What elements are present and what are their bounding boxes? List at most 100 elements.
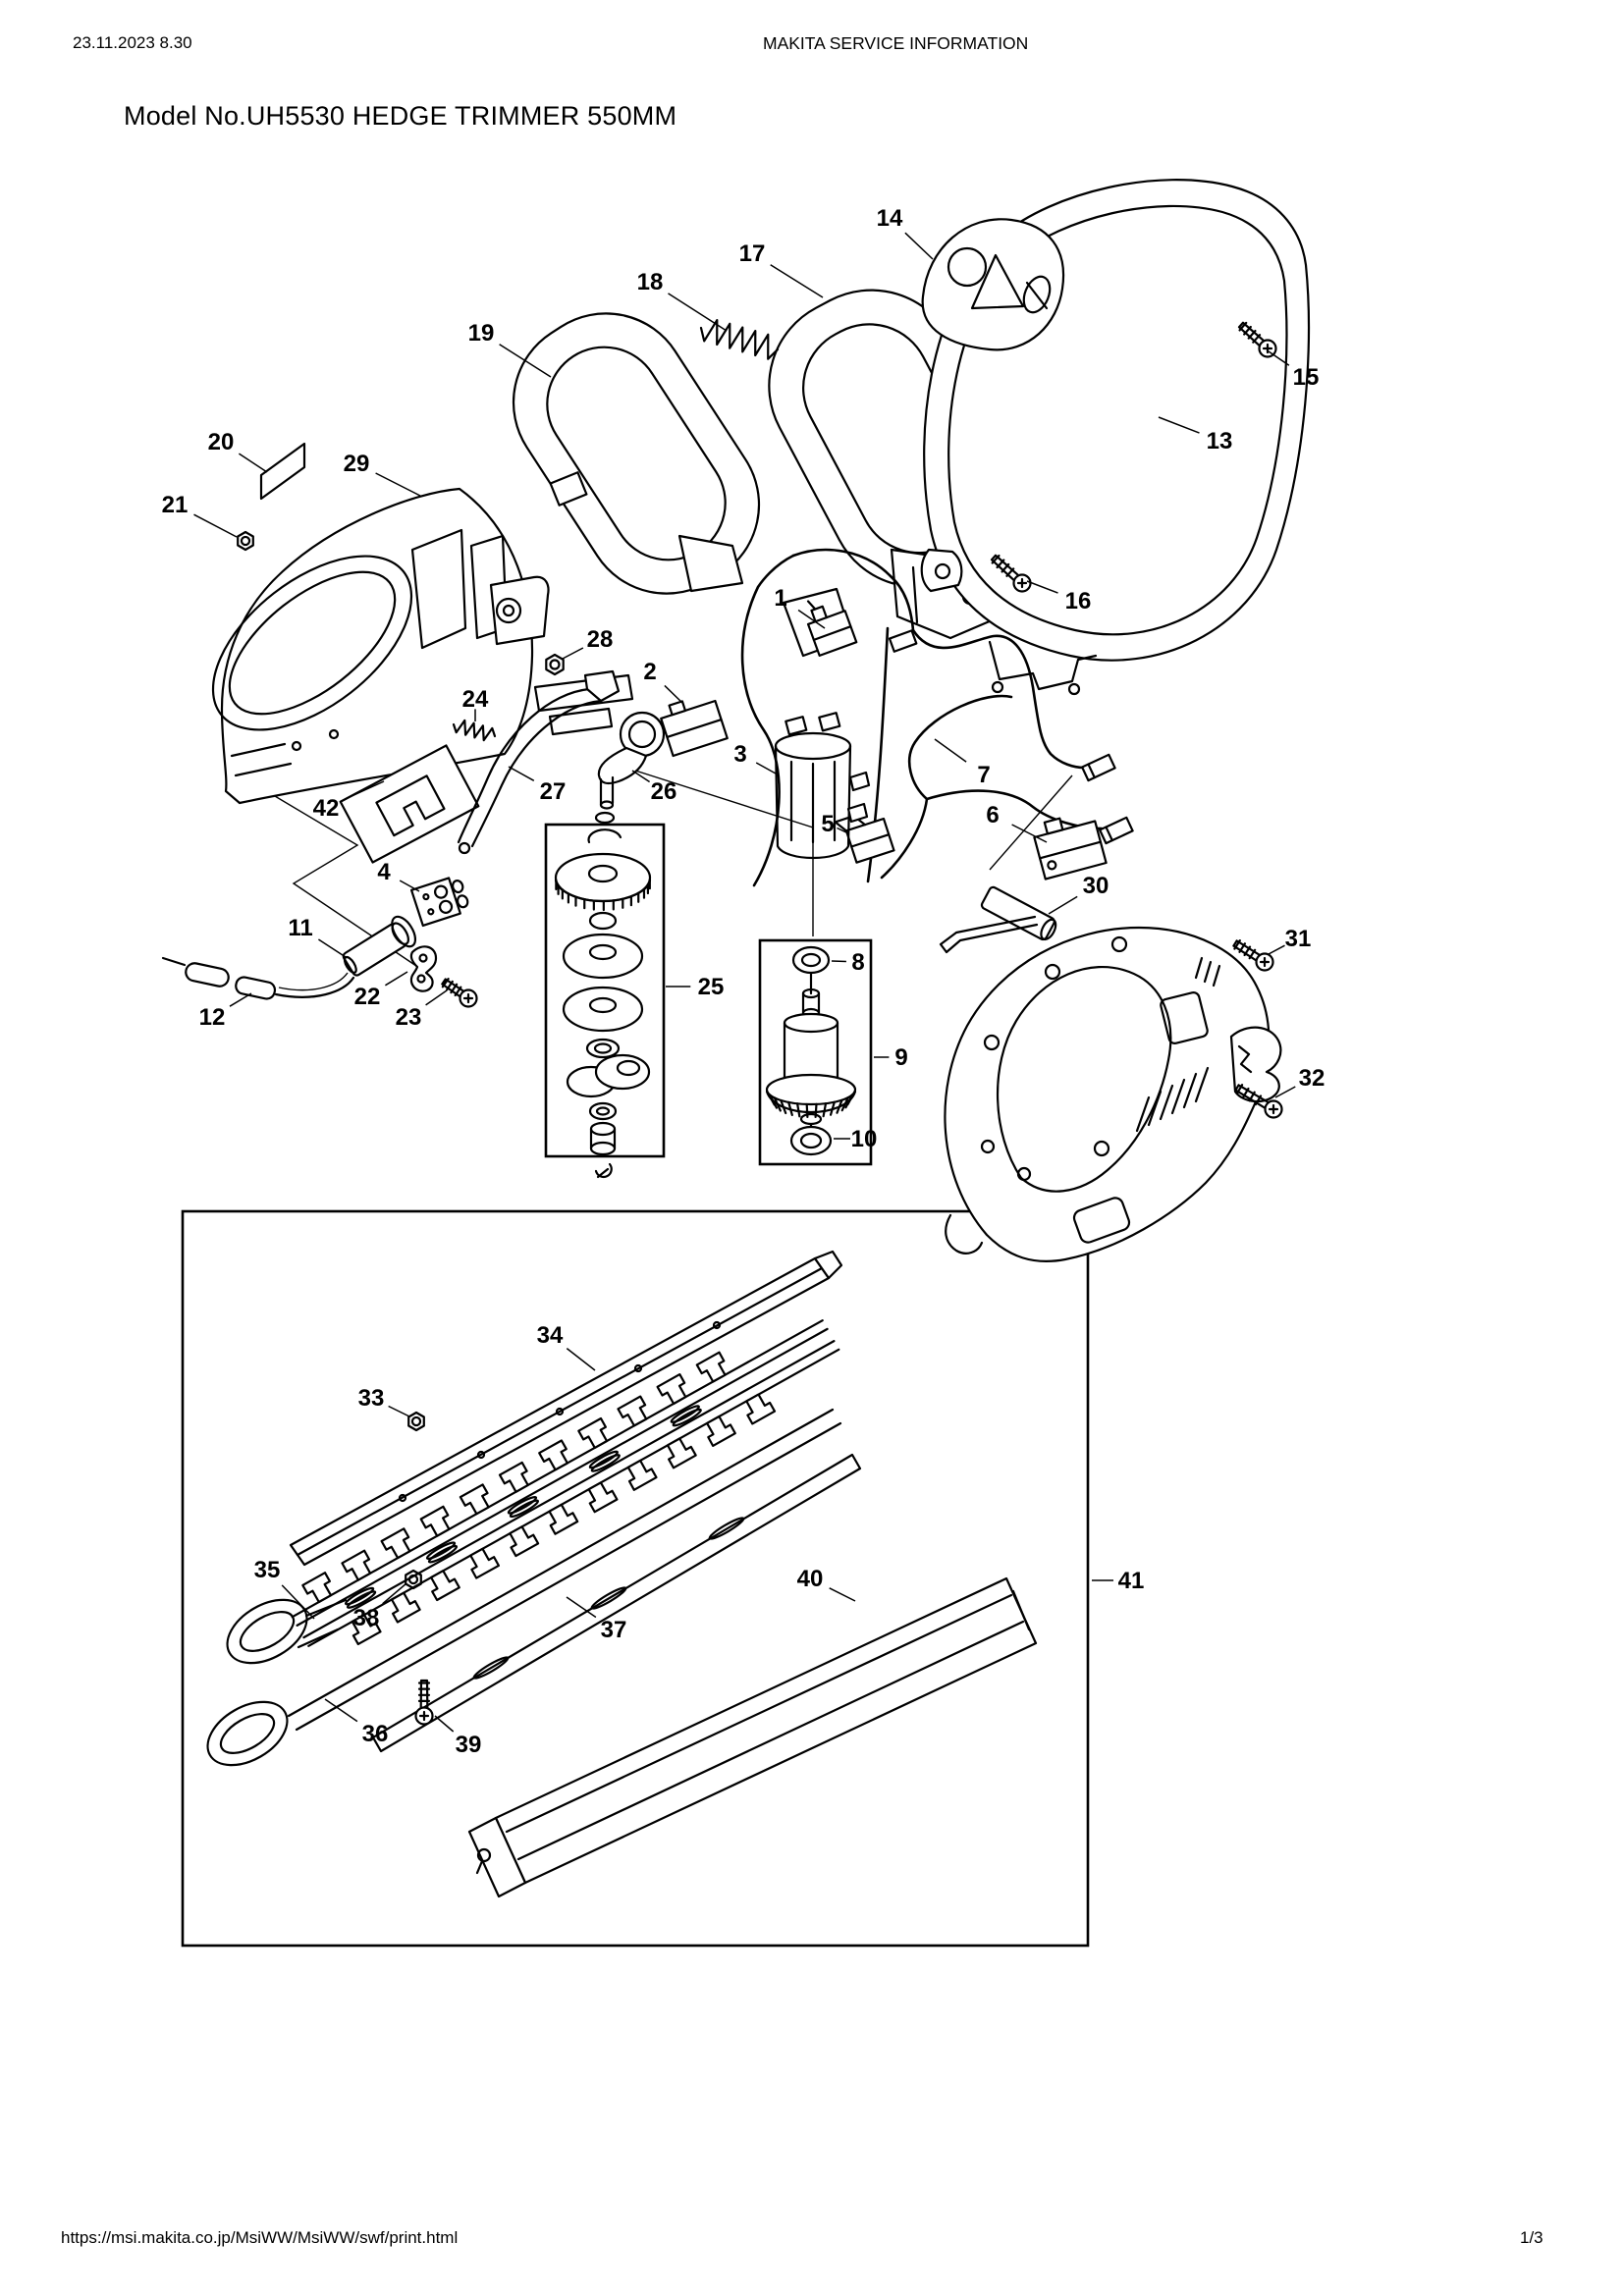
callout-38: 38 [353,1582,407,1631]
svg-text:12: 12 [199,1004,226,1031]
terminal-block [409,877,469,928]
svg-text:16: 16 [1065,588,1092,614]
callout-10: 10 [834,1126,877,1152]
svg-text:1: 1 [774,585,786,612]
armature-assembly [765,945,857,1156]
callout-2: 2 [643,659,683,704]
callout-19: 19 [468,320,552,378]
callout-4: 4 [377,859,420,892]
callout-33: 33 [358,1385,410,1417]
svg-text:39: 39 [456,1732,482,1758]
svg-text:28: 28 [587,626,614,653]
svg-text:18: 18 [637,269,664,295]
svg-text:38: 38 [353,1605,380,1631]
svg-text:34: 34 [537,1322,564,1349]
callout-39: 39 [434,1715,482,1758]
callout-36: 36 [324,1698,389,1747]
svg-text:11: 11 [288,915,312,941]
lock-off-lever [1229,1026,1282,1103]
callout-12: 12 [199,992,252,1031]
switch-lever-5 [834,815,895,864]
callout-7: 7 [934,738,991,788]
gear-stack [554,828,652,1179]
svg-text:23: 23 [396,1004,422,1031]
callout-11: 11 [288,915,347,958]
power-cord [161,956,355,1000]
callout-32: 32 [1274,1065,1325,1098]
callout-25: 25 [666,974,724,1000]
blade-assembly-box [181,1209,1090,1948]
armature-box [758,938,873,1166]
switch-label-plate [921,218,1065,351]
svg-text:29: 29 [344,451,370,477]
page-number: 1/3 [1520,2228,1543,2247]
svg-text:6: 6 [986,802,999,828]
callout-21: 21 [162,492,238,538]
svg-text:14: 14 [877,205,903,232]
svg-text:2: 2 [643,659,656,685]
svg-text:36: 36 [362,1721,389,1747]
switch-6 [1033,817,1108,881]
cord-clamp [409,945,438,992]
callout-9: 9 [874,1044,908,1071]
shear-blades [206,1408,842,1767]
callout-27: 27 [508,766,567,805]
svg-text:41: 41 [1118,1568,1145,1594]
svg-text:40: 40 [797,1566,824,1592]
svg-text:25: 25 [698,974,725,1000]
callout-42: 42 [313,780,385,822]
model-title: Model No.UH5530 HEDGE TRIMMER 550MM [124,101,677,131]
callout-6: 6 [986,802,1048,843]
svg-text:13: 13 [1207,428,1233,454]
svg-text:17: 17 [739,240,766,267]
cord-guard-tube [342,915,417,977]
callout-18: 18 [637,269,728,332]
callout-22: 22 [354,971,408,1010]
switch-2 [660,699,729,758]
rear-handle-housing [944,926,1282,1263]
blade-cover [467,1576,1038,1898]
hex-wrench [939,885,1057,954]
svg-text:27: 27 [540,778,567,805]
gasket-plate [339,744,480,864]
callout-24: 24 [462,686,489,721]
gear-stack-box [544,823,666,1158]
blade-guide-rail [289,1250,843,1567]
svg-text:24: 24 [462,686,489,713]
name-label [259,442,306,501]
lower-guide-plate [371,1453,862,1753]
source-url: https://msi.makita.co.jp/MsiWW/MsiWW/swf… [61,2228,459,2247]
svg-text:8: 8 [851,949,864,976]
motor-field [774,712,871,860]
callout-28: 28 [562,626,614,660]
svg-text:21: 21 [162,492,189,518]
svg-text:20: 20 [208,429,235,455]
svg-text:30: 30 [1083,873,1109,899]
callout-15: 15 [1268,350,1319,391]
svg-text:10: 10 [851,1126,878,1152]
svg-text:7: 7 [977,762,990,788]
callout-30: 30 [1048,873,1109,915]
parts-linework [161,179,1310,1898]
callout-3: 3 [733,741,777,774]
page-header-title: MAKITA SERVICE INFORMATION [763,33,1029,53]
curved-guide [457,669,621,855]
callout-40: 40 [797,1566,856,1602]
svg-text:31: 31 [1285,926,1312,952]
switch-1 [806,600,858,657]
svg-text:3: 3 [733,741,746,768]
svg-text:33: 33 [358,1385,385,1412]
callout-20: 20 [208,429,268,473]
callout-41: 41 [1092,1568,1144,1594]
svg-text:42: 42 [313,795,340,822]
callout-5: 5 [821,811,849,837]
callout-37: 37 [566,1596,626,1643]
print-datetime: 23.11.2023 8.30 [73,33,192,52]
callout-35: 35 [254,1557,315,1620]
svg-text:26: 26 [651,778,677,805]
callout-14: 14 [877,205,934,260]
generated-details [237,319,1283,1726]
callout-29: 29 [344,451,421,497]
svg-text:19: 19 [468,320,495,347]
callout-8: 8 [831,949,865,976]
